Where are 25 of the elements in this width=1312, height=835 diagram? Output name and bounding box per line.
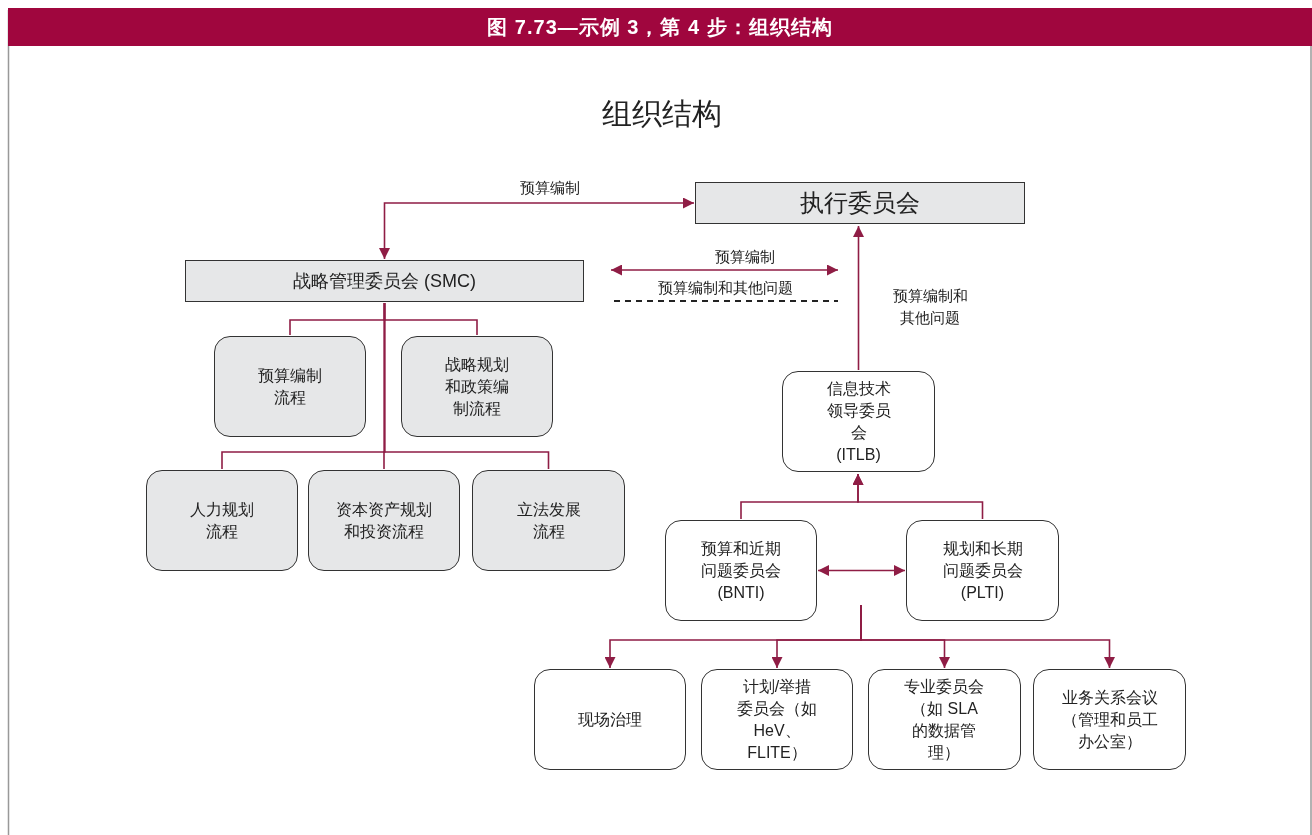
process-box: 战略规划和政策编制流程 bbox=[401, 336, 553, 437]
process-box: 预算编制流程 bbox=[214, 336, 366, 437]
committee-box: 规划和长期问题委员会 (PLTI) bbox=[906, 520, 1059, 621]
connector bbox=[383, 302, 550, 470]
committee-box: 计划/举措委员会（如 HeV、FLITE） bbox=[701, 669, 853, 770]
arrow bbox=[379, 197, 695, 260]
committee-box: 执行委员会 bbox=[695, 182, 1025, 224]
edge-label: 预算编制和其他问题 bbox=[890, 285, 970, 329]
committee-box: 信息技术领导委员会 (ITLB) bbox=[782, 371, 935, 472]
committee-box: 专业委员会（如 SLA 的数据管理） bbox=[868, 669, 1021, 770]
process-box: 立法发展流程 bbox=[472, 470, 625, 571]
committee-box: 现场治理 bbox=[534, 669, 686, 770]
arrow bbox=[852, 473, 984, 520]
header-band: 图 7.73—示例 3，第 4 步：组织结构 bbox=[8, 8, 1312, 46]
diagram-heading: 组织结构 bbox=[601, 96, 723, 132]
process-box: 人力规划流程 bbox=[146, 470, 298, 571]
arrow bbox=[817, 565, 906, 576]
process-box: 资本资产规划和投资流程 bbox=[308, 470, 460, 571]
committee-box: 预算和近期问题委员会 (BNTI) bbox=[665, 520, 817, 621]
arrow bbox=[853, 225, 864, 371]
committee-box: 业务关系会议（管理和员工办公室） bbox=[1033, 669, 1186, 770]
legend-label: 预算编制 bbox=[714, 247, 776, 267]
legend-label: 预算编制和其他问题 bbox=[656, 278, 794, 298]
arrow bbox=[860, 604, 1115, 669]
committee-box: 战略管理委员会 (SMC) bbox=[185, 260, 584, 302]
